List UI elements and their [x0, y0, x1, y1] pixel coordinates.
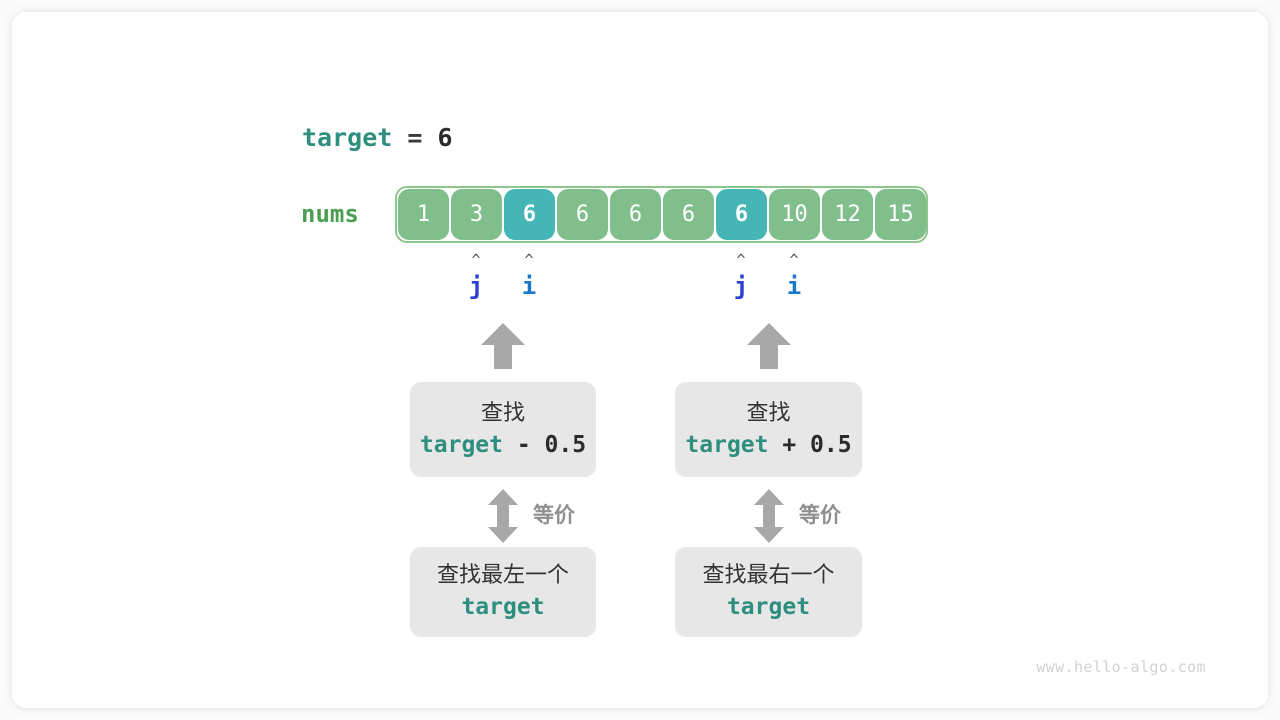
right-top-box-line1: 查找 [746, 400, 791, 426]
pointer-j-right: ^ j [721, 251, 761, 300]
array-cell: 6 [663, 189, 714, 240]
array-cell: 6 [557, 189, 608, 240]
array-cell: 6 [504, 189, 555, 240]
right-bottom-box: 查找最右一个 target [675, 547, 862, 637]
array-cell: 6 [716, 189, 767, 240]
pointer-label: i [786, 272, 802, 300]
target-keyword: target [302, 123, 393, 152]
array-cells: 1 3 6 6 6 6 6 10 12 15 [398, 189, 926, 240]
pointer-label: j [468, 272, 484, 300]
up-arrow-right-icon [747, 323, 791, 369]
nums-label: nums [301, 200, 359, 228]
caret-icon: ^ [471, 251, 481, 269]
equivalence-arrow-left-icon [488, 489, 518, 543]
right-bottom-box-line1: 查找最右一个 [702, 563, 835, 588]
left-top-box-line2: target - 0.5 [420, 429, 586, 461]
left-bottom-box-line1: 查找最左一个 [436, 563, 569, 588]
watermark: www.hello-algo.com [1036, 658, 1206, 676]
array-cell: 15 [875, 189, 926, 240]
caret-icon: ^ [524, 251, 534, 269]
equivalence-arrow-right-icon [754, 489, 784, 543]
array-cell: 6 [610, 189, 661, 240]
pointer-j-left: ^ j [456, 251, 496, 300]
pointer-label: j [733, 272, 749, 300]
equivalence-label-right: 等价 [799, 503, 841, 527]
operator-text: - 0.5 [503, 431, 587, 458]
target-declaration: target = 6 [302, 123, 453, 152]
target-keyword: target [685, 431, 769, 458]
array-cell: 1 [398, 189, 449, 240]
right-top-box-line2: target + 0.5 [685, 429, 851, 461]
up-arrow-left-icon [481, 323, 525, 369]
target-keyword: target [726, 594, 811, 620]
pointer-i-left: ^ i [509, 251, 549, 300]
equivalence-label-left: 等价 [533, 503, 575, 527]
target-value: 6 [437, 123, 453, 152]
pointer-i-right: ^ i [774, 251, 814, 300]
content-card: target = 6 nums 1 3 6 6 6 6 6 10 12 15 ^… [12, 12, 1268, 708]
left-top-box: 查找 target - 0.5 [410, 382, 596, 477]
array-cell: 10 [769, 189, 820, 240]
left-bottom-box-line2: target [461, 591, 544, 623]
target-keyword: target [461, 594, 545, 620]
equals-sign: = [407, 123, 423, 152]
operator-text: + 0.5 [768, 431, 852, 458]
array-cell: 12 [822, 189, 873, 240]
right-top-box: 查找 target + 0.5 [675, 382, 862, 477]
target-keyword: target [419, 431, 503, 458]
left-top-box-line1: 查找 [480, 400, 525, 426]
caret-icon: ^ [736, 251, 746, 269]
left-bottom-box: 查找最左一个 target [410, 547, 596, 637]
right-bottom-box-line2: target [727, 591, 810, 623]
caret-icon: ^ [789, 251, 799, 269]
pointer-label: i [521, 272, 537, 300]
array-outline [395, 186, 928, 243]
array-cell: 3 [451, 189, 502, 240]
